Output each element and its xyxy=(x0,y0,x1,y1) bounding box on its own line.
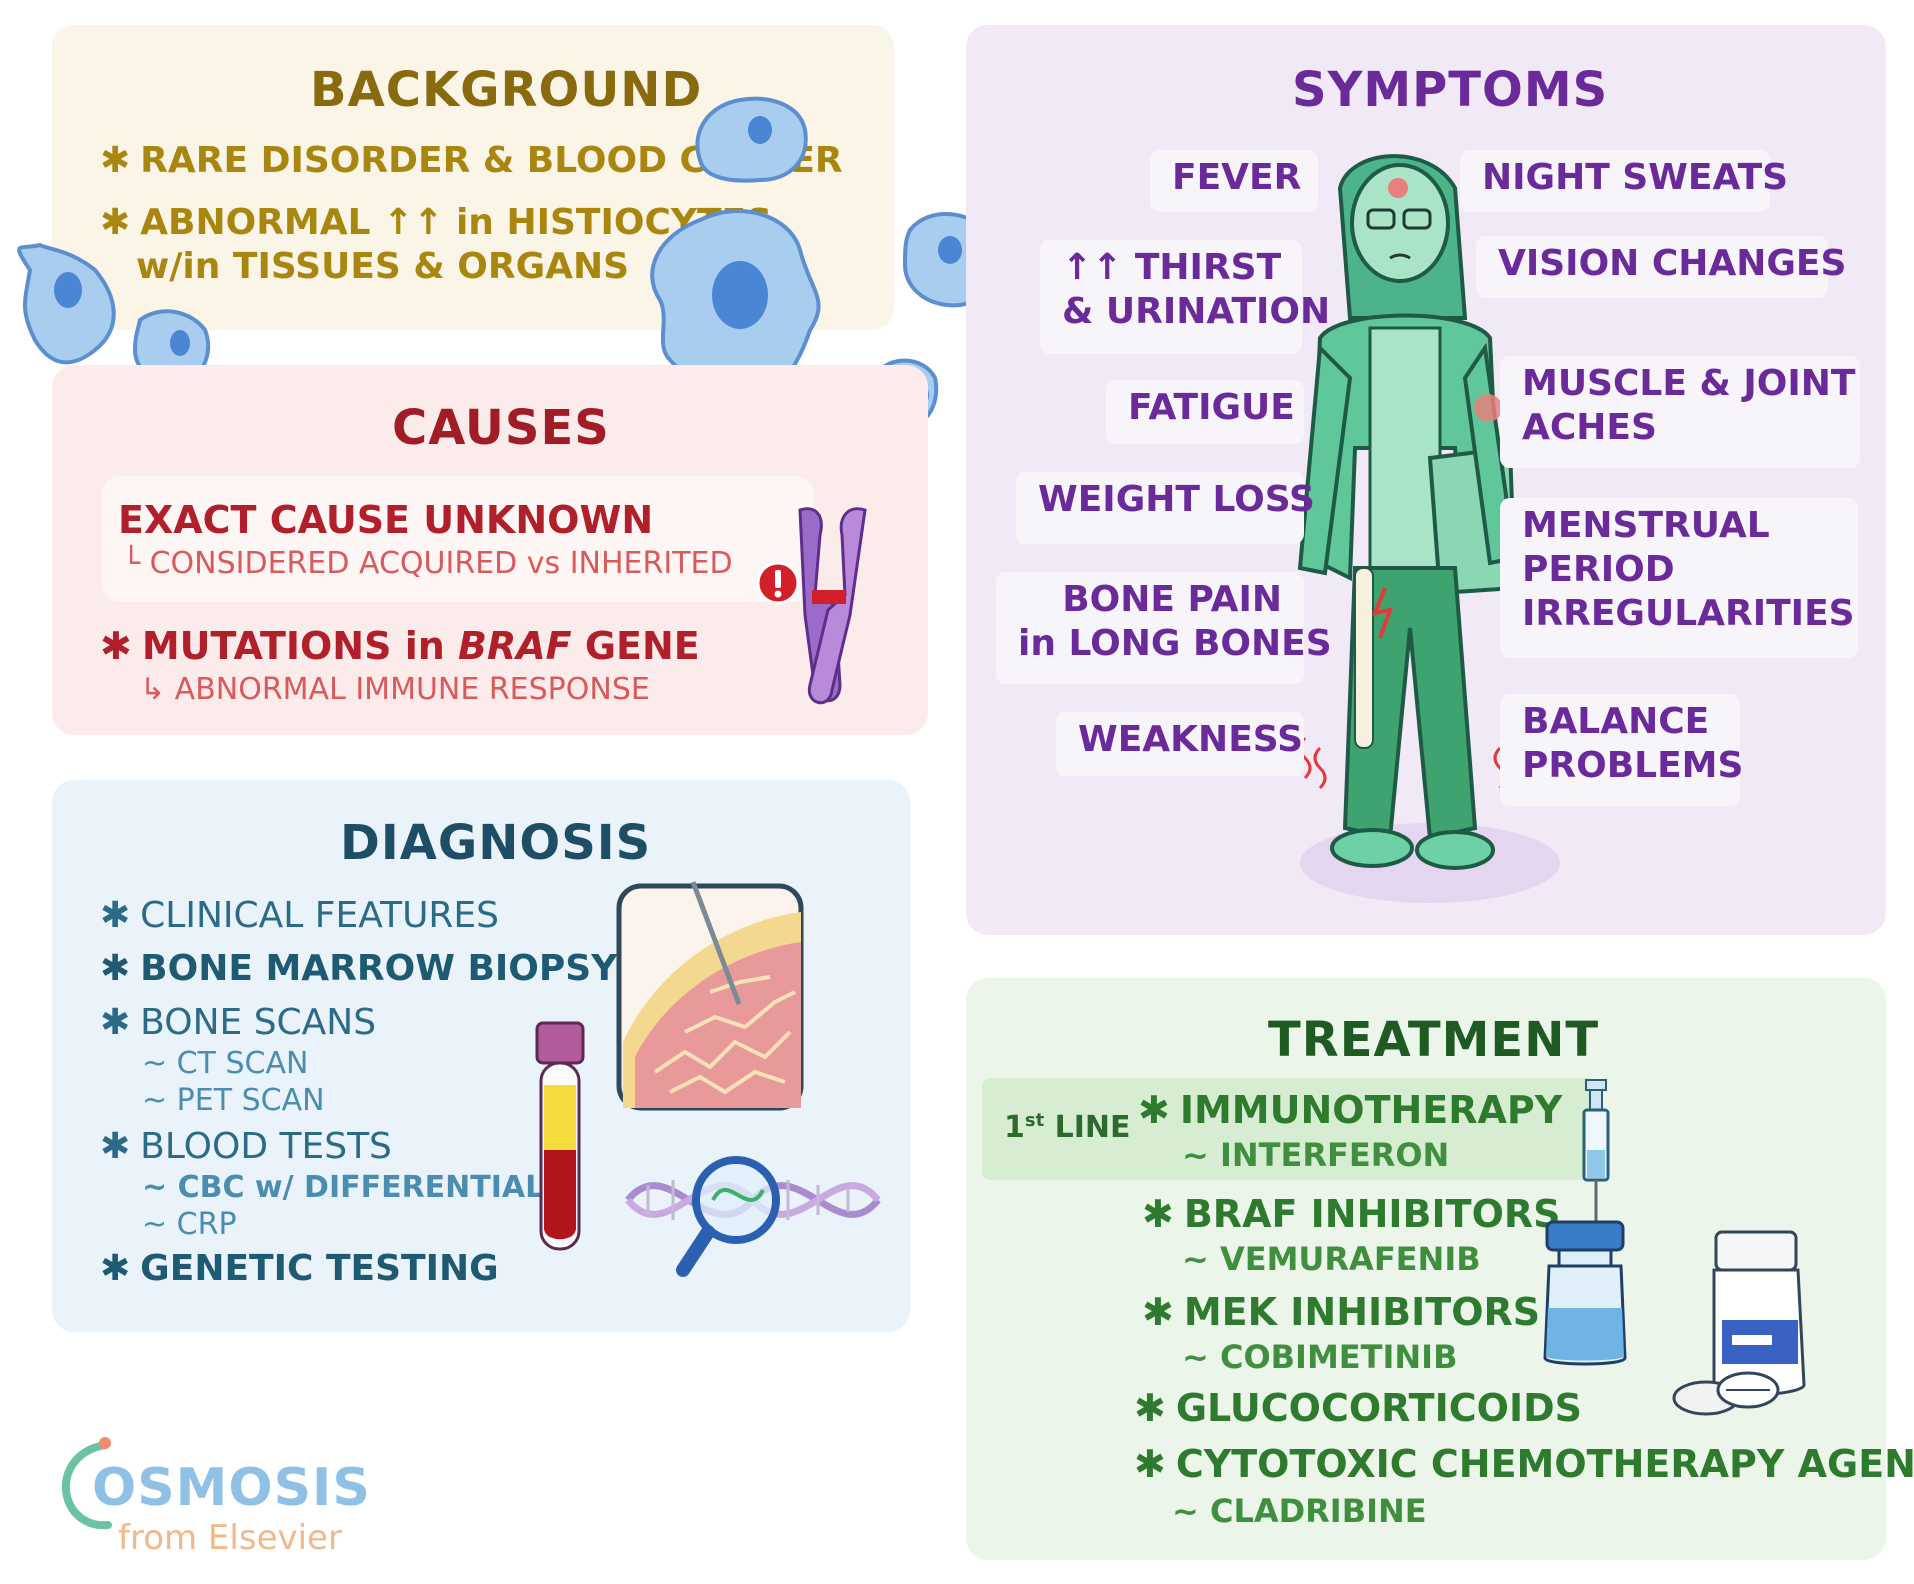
bone-marrow-biopsy-icon xyxy=(616,881,804,1111)
symptom-fever: FEVER xyxy=(1150,150,1318,212)
treatment-immuno: ✱IMMUNOTHERAPY xyxy=(1138,1088,1563,1132)
first-line-band xyxy=(982,1078,1594,1180)
bullet-star: ✱ xyxy=(1134,1386,1166,1430)
treatment-vemurafenib: ~ VEMURAFENIB xyxy=(1182,1240,1481,1278)
symptom-vision: VISION CHANGES xyxy=(1476,236,1846,298)
blood-tube-icon xyxy=(535,1021,585,1251)
bullet-star: ✱ xyxy=(1138,1088,1170,1132)
osmosis-brand: OSMOSIS xyxy=(92,1458,371,1518)
diagnosis-genetic: ✱GENETIC TESTING xyxy=(100,1248,499,1289)
diagnosis-title: DIAGNOSIS xyxy=(340,815,652,871)
bullet-star: ✱ xyxy=(1142,1290,1174,1334)
symptom-balance: BALANCE PROBLEMS xyxy=(1500,694,1743,806)
bullet-star: ✱ xyxy=(100,1002,131,1043)
background-title: BACKGROUND xyxy=(310,62,703,118)
treatment-cladribine: ~ CLADRIBINE xyxy=(1172,1492,1427,1530)
diagnosis-clinical: ✱CLINICAL FEATURES xyxy=(100,895,500,936)
treatment-interferon: ~ INTERFERON xyxy=(1182,1136,1450,1174)
bullet-star: ✱ xyxy=(1134,1442,1166,1486)
bullet-star: ✱ xyxy=(1142,1192,1174,1236)
symptom-menstrual: MENSTRUAL PERIOD IRREGULARITIES xyxy=(1500,498,1858,658)
osmosis-sub: from Elsevier xyxy=(118,1518,342,1558)
cause-unknown: EXACT CAUSE UNKNOWN xyxy=(118,498,654,542)
bullet-star: ✱ xyxy=(100,140,131,181)
diagnosis-blood: ✱BLOOD TESTS xyxy=(100,1126,392,1167)
symptom-fatigue: FATIGUE xyxy=(1106,380,1304,444)
first-line-label: 1st LINE xyxy=(1004,1110,1131,1145)
treatment-mek: ✱MEK INHIBITORS xyxy=(1142,1290,1541,1334)
cause-unknown-box xyxy=(102,476,814,602)
diagnosis-biopsy: ✱BONE MARROW BIOPSY xyxy=(100,948,618,989)
bullet-star: ✱ xyxy=(100,624,132,668)
syringe-icon xyxy=(1582,1079,1610,1230)
background-bullet-2-cont: w/in TISSUES & ORGANS xyxy=(136,246,630,287)
background-bullet-2: ✱ABNORMAL ↑↑ in HISTIOCYTES xyxy=(100,202,773,243)
diagnosis-cbc: ~ CBC w/ DIFFERENTIAL xyxy=(142,1170,545,1205)
cause-mutation: ✱MUTATIONS in BRAF GENE xyxy=(100,624,700,668)
cause-mutation-result: ↳ ABNORMAL IMMUNE RESPONSE xyxy=(140,672,650,707)
treatment-title: TREATMENT xyxy=(1268,1012,1600,1068)
osmosis-logo-mark xyxy=(61,1437,112,1530)
diagnosis-scans: ✱BONE SCANS xyxy=(100,1002,377,1043)
bullet-star: ✱ xyxy=(100,202,131,243)
vial-icon xyxy=(1543,1220,1627,1366)
histiocyte-cell-icon xyxy=(17,96,1001,431)
symptom-bone-pain: BONE PAIN in LONG BONES xyxy=(996,572,1332,684)
alert-icon xyxy=(756,561,800,605)
symptom-weight: WEIGHT LOSS xyxy=(1016,472,1315,544)
bullet-star: ✱ xyxy=(100,895,131,936)
causes-title: CAUSES xyxy=(392,400,610,456)
symptom-muscle: MUSCLE & JOINT ACHES xyxy=(1500,356,1860,468)
symptom-night-sweats: NIGHT SWEATS xyxy=(1460,150,1788,212)
bullet-star: ✱ xyxy=(100,948,131,989)
diagnosis-ct: ~ CT SCAN xyxy=(142,1046,309,1081)
treatment-cobimetinib: ~ COBIMETINIB xyxy=(1182,1338,1458,1376)
bullet-star: ✱ xyxy=(100,1126,131,1167)
diagnosis-pet: ~ PET SCAN xyxy=(142,1083,325,1118)
diagnosis-crp: ~ CRP xyxy=(142,1207,237,1242)
pill-bottle-icon xyxy=(1672,1230,1806,1416)
symptoms-title: SYMPTOMS xyxy=(1292,62,1609,118)
treatment-braf: ✱BRAF INHIBITORS xyxy=(1142,1192,1561,1236)
dna-magnifier-icon xyxy=(625,1156,881,1277)
cause-considered: └ CONSIDERED ACQUIRED vs INHERITED xyxy=(122,546,733,581)
chromosome-icon xyxy=(798,507,867,705)
bullet-star: ✱ xyxy=(100,1248,131,1289)
symptom-thirst: ↑↑ THIRST & URINATION xyxy=(1040,240,1330,354)
treatment-cytotoxic: ✱CYTOTOXIC CHEMOTHERAPY AGENTS xyxy=(1134,1442,1914,1486)
treatment-gluco: ✱GLUCOCORTICOIDS xyxy=(1134,1386,1582,1430)
symptom-weakness: WEAKNESS xyxy=(1056,712,1304,776)
